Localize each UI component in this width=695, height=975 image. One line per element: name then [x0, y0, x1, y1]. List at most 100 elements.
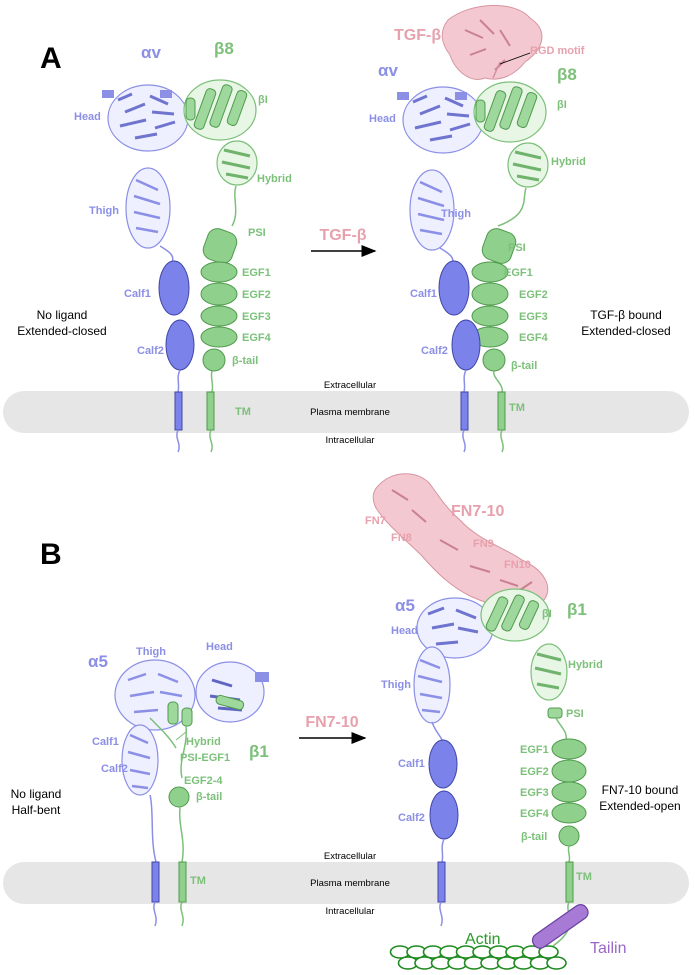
- calf2-label: Calf2: [137, 345, 164, 357]
- extracellular-label-a: Extracellular: [324, 380, 376, 391]
- calf1-domain: [158, 260, 190, 316]
- alpha5-headpiece-structure: [114, 659, 196, 796]
- beta1-hybrid-structure-r: [530, 643, 568, 701]
- egf4-label-b-r: EGF4: [520, 808, 550, 820]
- tm-label-b-right: TM: [576, 871, 592, 883]
- head-label-b: Head: [206, 641, 233, 653]
- membrane-b: [3, 862, 689, 904]
- egf3-label-b-r: EGF3: [520, 787, 549, 799]
- beta8-betaI-structure: [183, 79, 257, 141]
- egf4-label-r: EGF4: [519, 332, 549, 344]
- head-label: Head: [74, 111, 101, 123]
- alpha5-label-r: α5: [395, 596, 415, 615]
- alpha-v-label-r: αv: [378, 61, 398, 80]
- integrin-a-right: TGF-β RGD motif: [369, 5, 671, 453]
- panel-b: B Extracellular Plasma membrane Intracel…: [3, 473, 689, 970]
- head-label-r: Head: [369, 113, 396, 125]
- tm-label-b-left: TM: [190, 875, 206, 887]
- panel-a: A Extracellular Plasma membrane Intracel…: [3, 5, 689, 453]
- alpha-cyto-tail-r: [462, 429, 466, 453]
- alpha-v-thigh-structure-r: [409, 169, 455, 251]
- beta8-hybrid-structure-r: [507, 142, 549, 188]
- beta8-betaI-structure-r: [473, 81, 547, 143]
- plasma-membrane-label-a: Plasma membrane: [310, 407, 390, 418]
- calf1-label-b: Calf1: [92, 736, 119, 748]
- panel-b-letter: B: [40, 538, 62, 571]
- egf3-domain-b-r: [551, 781, 587, 803]
- integrin-b-right: FN7-10 FN7 FN8 FN9 FN10: [365, 473, 681, 947]
- egf3-label: EGF3: [242, 311, 271, 323]
- psi-label: PSI: [248, 227, 266, 239]
- thigh-label-r: Thigh: [441, 208, 471, 220]
- tgf-beta-label: TGF-β: [394, 27, 441, 44]
- panel-a-letter: A: [40, 42, 62, 75]
- thigh-label-b-r: Thigh: [381, 679, 411, 691]
- actin-filament: [389, 945, 567, 970]
- state-a-left-line1: No ligand: [37, 308, 88, 322]
- intracellular-label-b: Intracellular: [325, 906, 374, 917]
- state-a-right-line2: Extended-closed: [581, 324, 670, 338]
- calf1-domain-b-r: [428, 739, 458, 789]
- hybrid-label-r: Hybrid: [551, 156, 586, 168]
- beta1-label: β1: [249, 742, 269, 761]
- egf4-label: EGF4: [242, 332, 272, 344]
- beta8-linker: [231, 185, 237, 227]
- beta-cyto-tail: [209, 429, 213, 453]
- egf4-domain-b-r: [551, 802, 587, 824]
- hybrid-label-b: Hybrid: [186, 736, 221, 748]
- alpha-cyto-tail-b: [153, 901, 157, 927]
- actin-label: Actin: [465, 931, 501, 948]
- egf1-domain-r: [471, 261, 509, 283]
- beta-tm: [206, 391, 215, 431]
- tgf-beta-ligand-surface: [441, 5, 543, 80]
- egf4-domain: [200, 326, 238, 348]
- calf2-domain: [165, 319, 195, 371]
- beta-tail-label: β-tail: [232, 355, 258, 367]
- talin-label: Tailin: [590, 940, 626, 957]
- alpha-stalk: [177, 369, 181, 393]
- alpha-tm-b-r: [437, 861, 446, 903]
- alpha-v-linker: [159, 245, 174, 263]
- calf2-label-b: Calf2: [101, 763, 128, 775]
- tm-label-right: TM: [509, 402, 525, 414]
- extracellular-label-b: Extracellular: [324, 851, 376, 862]
- calf2-domain-r: [451, 319, 481, 371]
- thigh-label: Thigh: [89, 205, 119, 217]
- alpha5-thigh-structure-r: [413, 646, 451, 724]
- beta1-linker-r: [555, 717, 568, 741]
- beta1-headpiece-structure: [149, 661, 269, 779]
- egf2-domain-r: [471, 282, 509, 306]
- beta-stalk-r: [493, 370, 503, 393]
- actin-subunit: [546, 956, 567, 970]
- beta-stalk: [210, 370, 214, 393]
- actin-subunit: [538, 945, 559, 959]
- beta8-label-r: β8: [557, 65, 577, 84]
- thigh-label-b: Thigh: [136, 646, 166, 658]
- fn10-label: FN10: [504, 559, 531, 571]
- beta-tail-domain-b-r: [558, 825, 580, 847]
- egf2-domain-b-r: [551, 759, 587, 783]
- egf3-label-r: EGF3: [519, 311, 548, 323]
- rgd-motif-label: RGD motif: [530, 45, 585, 57]
- head-label-b-r: Head: [391, 625, 418, 637]
- calf2-label-b-r: Calf2: [398, 812, 425, 824]
- state-b-right-line2: Extended-open: [599, 799, 680, 813]
- beta1-label-r: β1: [567, 600, 587, 619]
- egf1-label-b-r: EGF1: [520, 744, 549, 756]
- alpha-stalk-b: [149, 794, 157, 863]
- psi-domain: [202, 228, 238, 264]
- talin-rod: [531, 904, 589, 949]
- intracellular-label-a: Intracellular: [325, 435, 374, 446]
- integrin-b-left: α5 β1 Thigh Head Calf1 Calf2 Hybrid PSI-…: [11, 641, 269, 927]
- arrow-a-label: TGF-β: [319, 227, 366, 244]
- psi-label-b-r: PSI: [566, 708, 584, 720]
- calf1-label-b-r: Calf1: [398, 758, 425, 770]
- psi-egf1-label-b: PSI-EGF1: [180, 752, 230, 764]
- state-b-left-line1: No ligand: [11, 787, 62, 801]
- beta-tm-b-r: [565, 861, 574, 903]
- egf1-domain: [200, 261, 238, 283]
- psi-label-r: PSI: [508, 242, 526, 254]
- beta8-linker-r: [497, 187, 527, 227]
- alpha-tm: [174, 391, 183, 431]
